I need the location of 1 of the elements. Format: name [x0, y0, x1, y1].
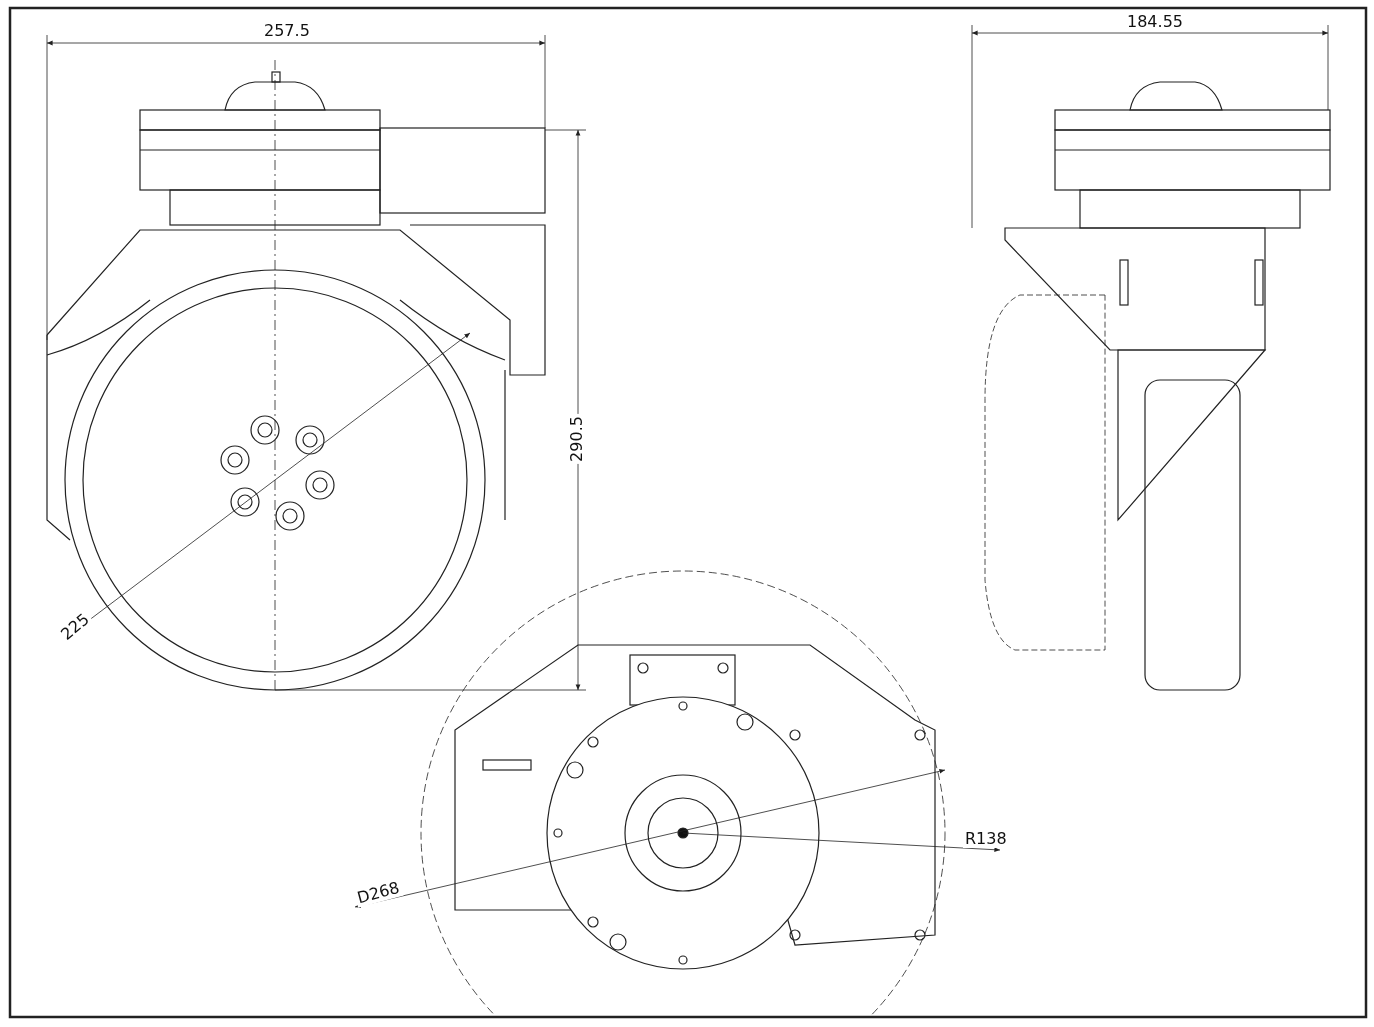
dimension-label: R138	[963, 830, 1009, 848]
